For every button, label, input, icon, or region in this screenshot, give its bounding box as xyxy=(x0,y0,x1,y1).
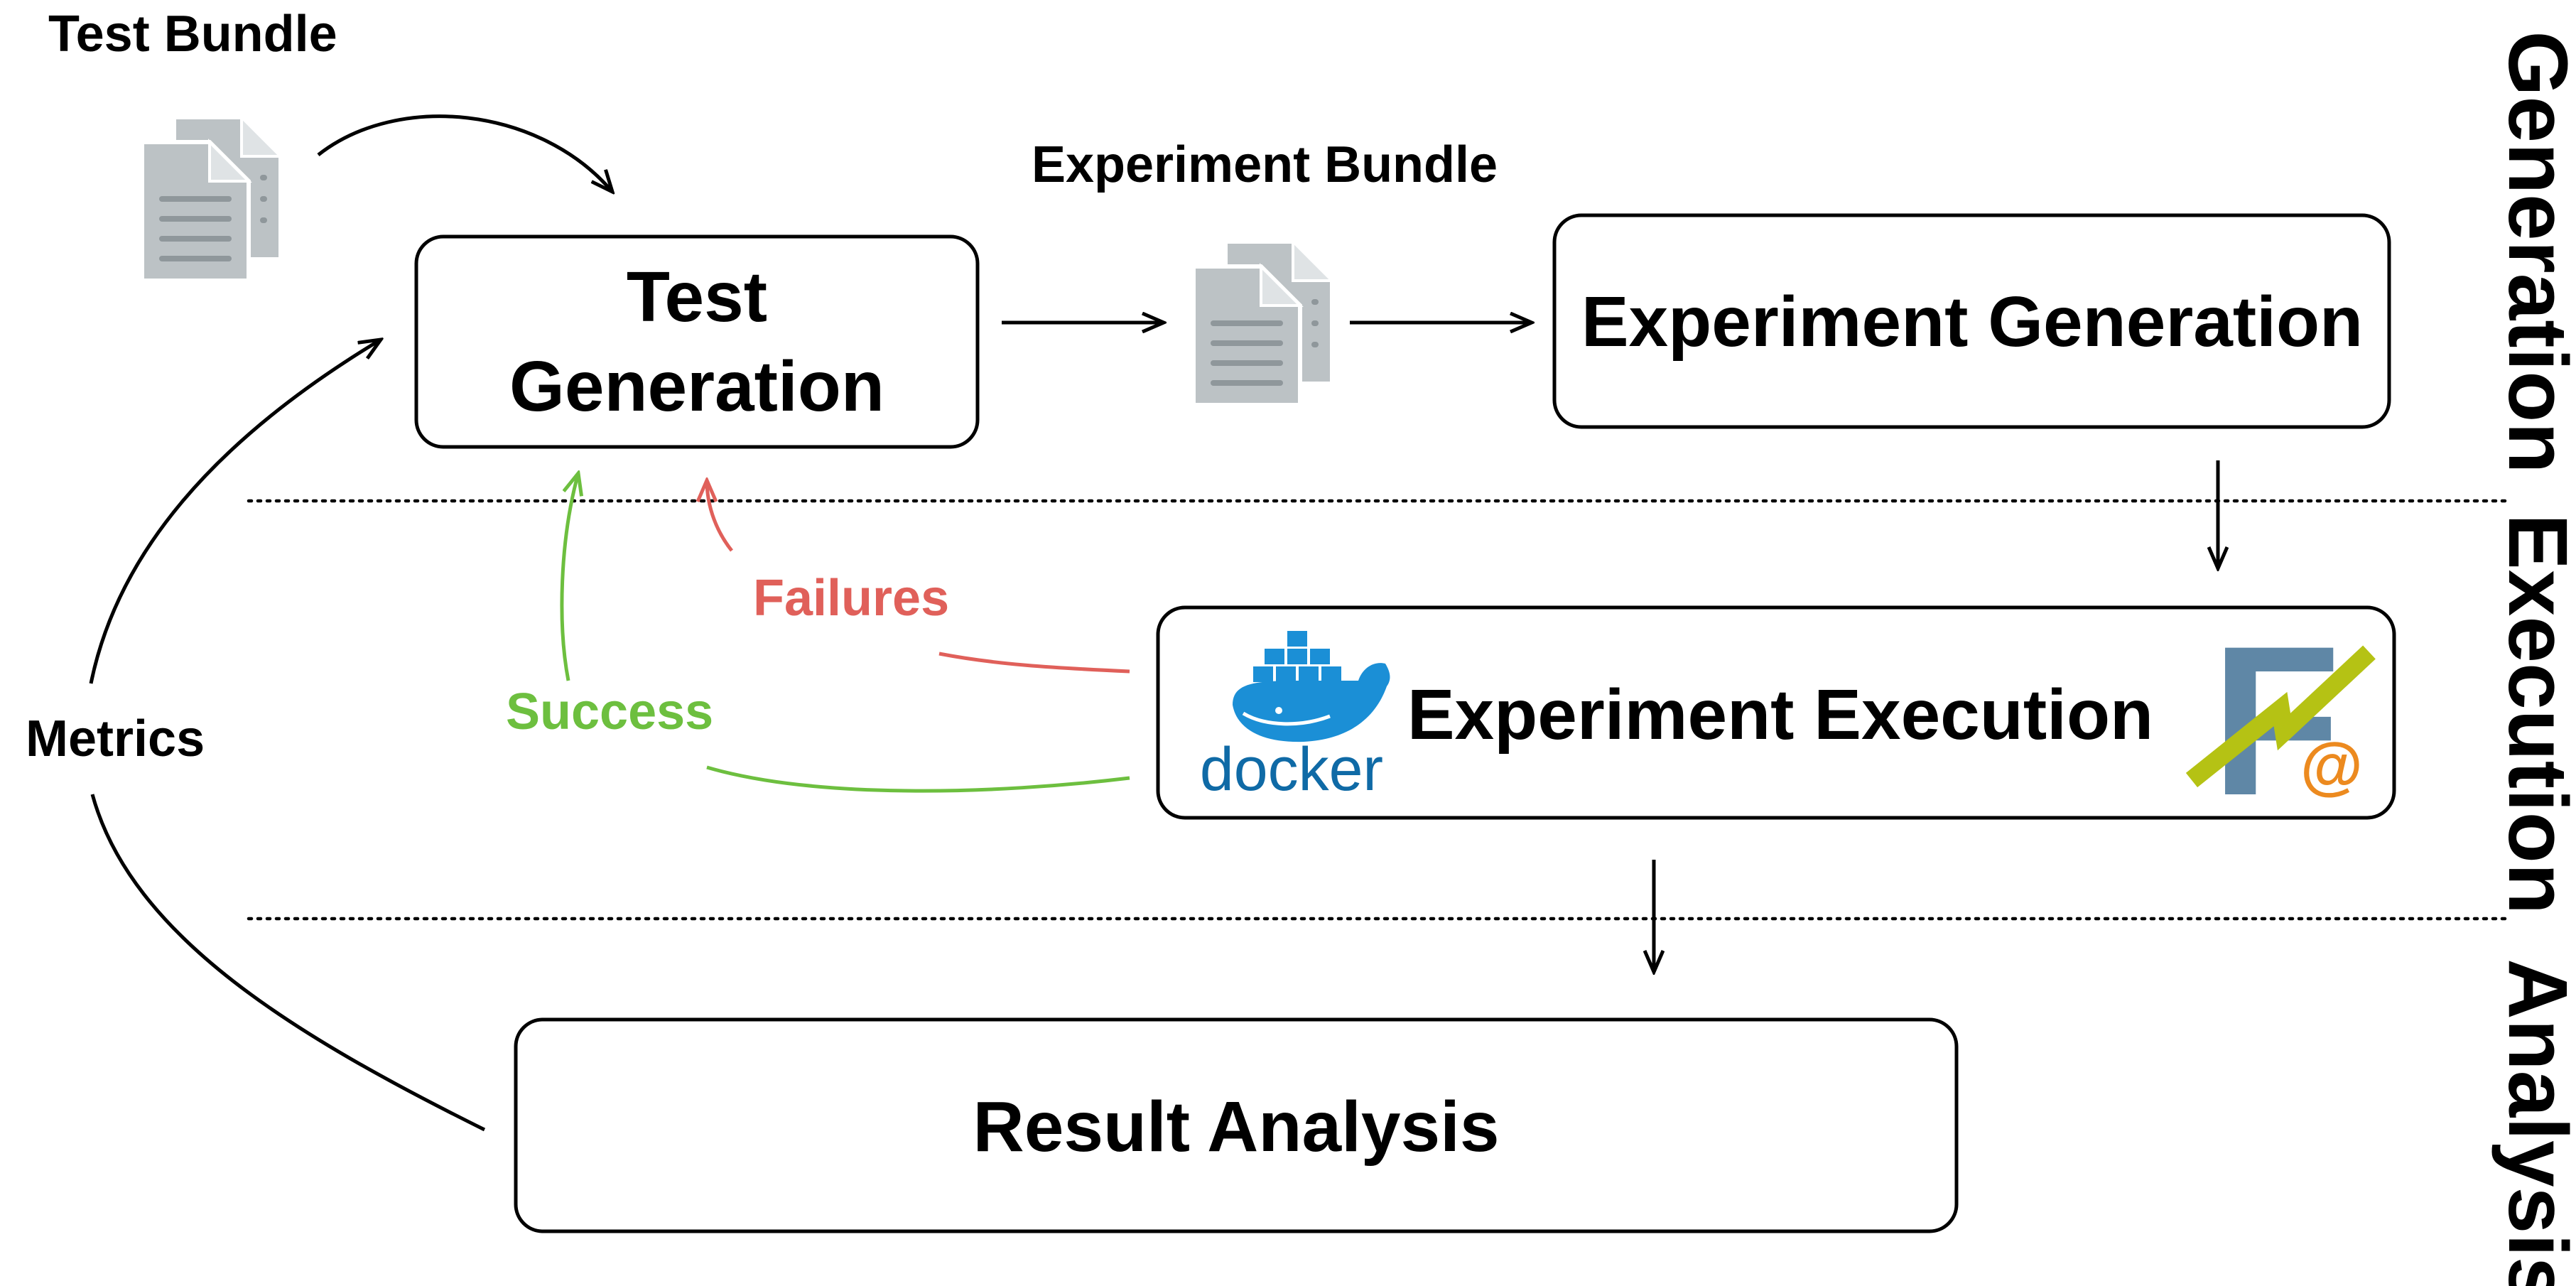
test-generation-label-line2: Generation xyxy=(509,347,884,426)
docker-logo-icon: docker xyxy=(1200,631,1390,804)
result-analysis-label: Result Analysis xyxy=(973,1087,1499,1167)
docker-text: docker xyxy=(1200,735,1383,804)
experiment-execution-box: Experiment Execution xyxy=(1156,605,2396,820)
phase-label-analysis: Analysis xyxy=(2491,958,2576,1286)
result-to-metrics-line xyxy=(90,794,486,1132)
failures-arrow-head-segment xyxy=(707,480,733,552)
phase-label-generation: Generation xyxy=(2491,31,2576,474)
test-generation-label-line1: Test xyxy=(627,257,767,337)
test-bundle-label: Test Bundle xyxy=(48,6,337,63)
test-generation-box: Test Generation xyxy=(414,234,980,449)
experiment-generation-box: Experiment Generation xyxy=(1552,213,2391,429)
experiment-bundle-label: Experiment Bundle xyxy=(1032,136,1498,193)
experiment-execution-label: Experiment Execution xyxy=(1407,675,2153,755)
documents-icon xyxy=(140,114,284,283)
phase-label-execution: Execution xyxy=(2491,514,2576,914)
success-label: Success xyxy=(506,683,713,740)
documents-icon xyxy=(1191,238,1336,407)
fat-logo-at: @ xyxy=(2300,730,2363,801)
experiment-generation-label: Experiment Generation xyxy=(1581,282,2363,362)
failures-label: Failures xyxy=(753,570,949,627)
bundle-to-test-generation-arrow xyxy=(317,114,612,192)
fat-logo-icon: F @ xyxy=(2185,601,2376,840)
success-arrow xyxy=(706,765,1130,793)
failures-arrow xyxy=(938,652,1130,674)
metrics-label: Metrics xyxy=(26,710,205,767)
metrics-to-test-generation-arrow xyxy=(89,340,381,684)
success-arrow-head-segment xyxy=(560,473,578,681)
result-analysis-box: Result Analysis xyxy=(514,1017,1959,1233)
